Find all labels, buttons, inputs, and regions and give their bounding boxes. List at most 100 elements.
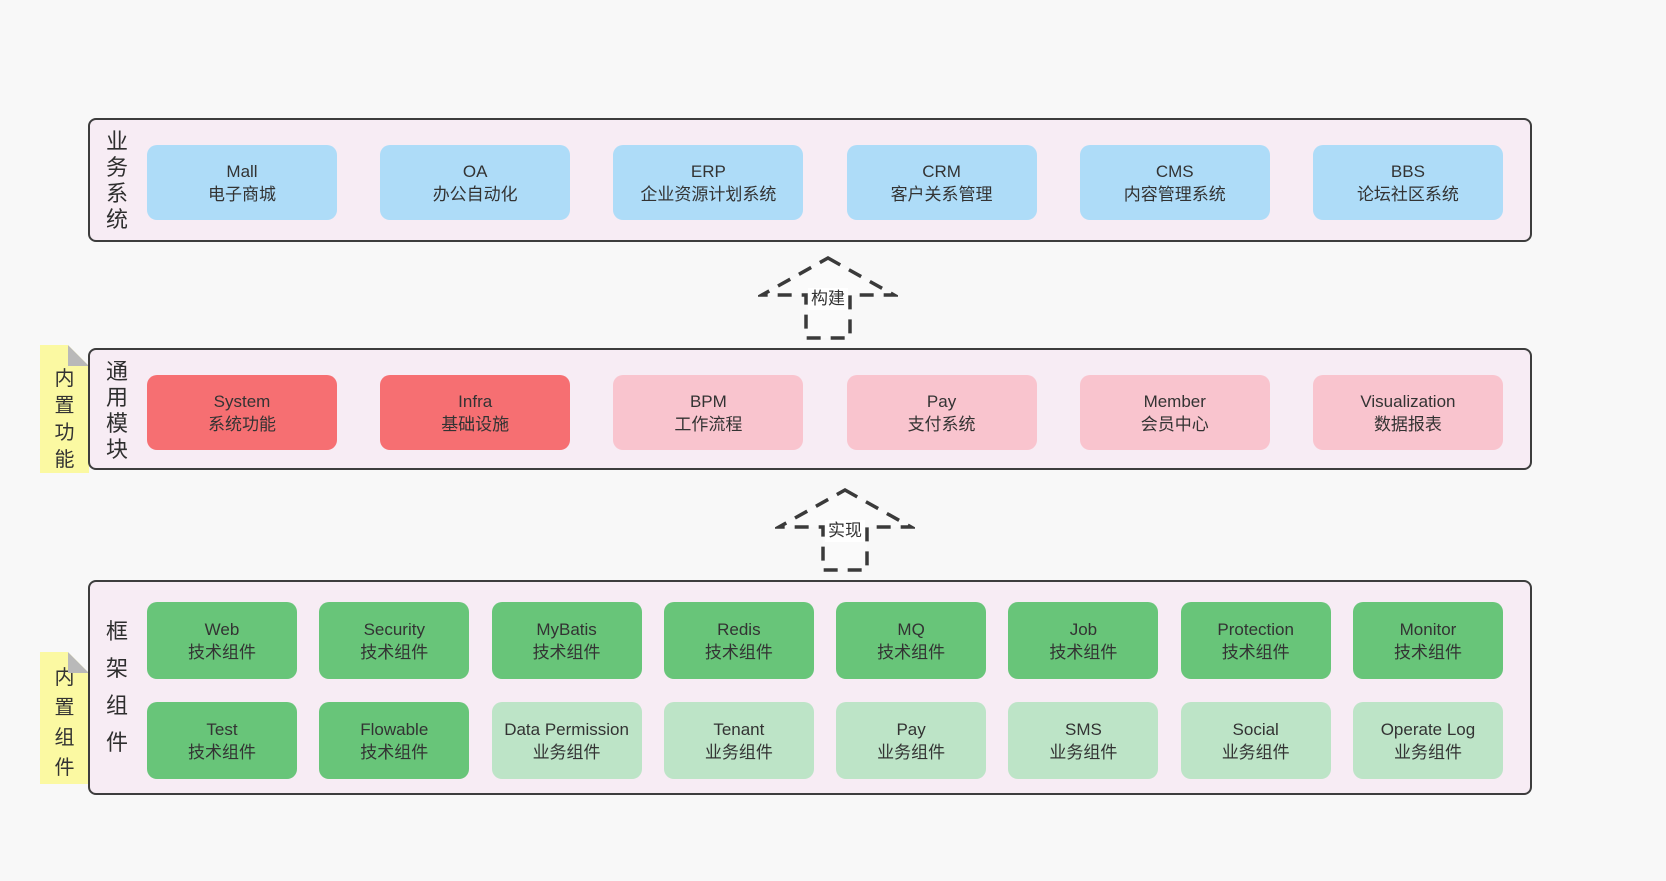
box-name: CRM	[922, 161, 961, 181]
folded-corner	[68, 345, 89, 366]
box-name: Redis	[717, 619, 761, 639]
box-name: CMS	[1155, 161, 1194, 181]
box-subtitle: 系统功能	[208, 414, 276, 434]
panel-common-modules: 通用模块 System 系统功能 Infra 基础设施 BPM 工作流程 Pay…	[88, 348, 1532, 470]
box-name: Test	[206, 719, 238, 739]
box-subtitle: 技术组件	[704, 642, 773, 662]
box-name: Web	[204, 619, 240, 639]
box-subtitle: 技术组件	[1393, 642, 1462, 662]
box-name: Tenant	[713, 719, 765, 739]
panel-side-label: 通用模块	[105, 359, 128, 462]
arrow-implement-label: 实现	[825, 520, 865, 542]
module-box-visualization: Visualization 数据报表	[1312, 375, 1503, 450]
box-name: MyBatis	[536, 619, 597, 639]
panel-side-label: 业务系统	[105, 129, 128, 232]
box-name: Mall	[226, 161, 258, 181]
component-box-data-permission: Data Permission 业务组件	[491, 702, 642, 779]
box-subtitle: 数据报表	[1373, 414, 1442, 434]
panel-business-systems: 业务系统 Mall 电子商城 OA 办公自动化 ERP 企业资源计划系统 CRM…	[88, 118, 1532, 242]
box-name: Flowable	[360, 719, 429, 739]
business-box-row: Mall 电子商城 OA 办公自动化 ERP 企业资源计划系统 CRM 客户关系…	[147, 145, 1503, 220]
box-subtitle: 办公自动化	[432, 184, 518, 204]
box-subtitle: 客户关系管理	[890, 184, 993, 204]
box-name: System	[213, 391, 271, 411]
box-subtitle: 支付系统	[907, 414, 976, 434]
module-box-bpm: BPM 工作流程	[613, 375, 804, 450]
folded-corner	[68, 652, 89, 673]
box-name: SMS	[1064, 719, 1102, 739]
component-box-pay: Pay 业务组件	[836, 702, 987, 779]
box-subtitle: 技术组件	[1049, 642, 1118, 662]
box-subtitle: 业务组件	[877, 742, 946, 762]
box-name: Job	[1069, 619, 1098, 639]
box-subtitle: 电子商城	[208, 184, 276, 204]
box-subtitle: 技术组件	[877, 642, 946, 662]
box-name: Member	[1143, 391, 1206, 411]
box-subtitle: 技术组件	[188, 742, 256, 762]
box-name: Pay	[896, 719, 926, 739]
sticky-note-built-in-components: 内置组件	[40, 652, 89, 784]
box-subtitle: 企业资源计划系统	[640, 184, 777, 204]
sticky-note-label: 内置组件	[54, 667, 75, 779]
business-box-crm: CRM 客户关系管理	[846, 145, 1037, 220]
box-subtitle: 技术组件	[188, 642, 256, 662]
box-subtitle: 工作流程	[674, 414, 743, 434]
component-box-tenant: Tenant 业务组件	[663, 702, 814, 779]
box-name: Data Permission	[504, 719, 629, 739]
module-box-pay: Pay 支付系统	[846, 375, 1037, 450]
module-box-row: System 系统功能 Infra 基础设施 BPM 工作流程 Pay 支付系统…	[147, 375, 1503, 450]
business-box-cms: CMS 内容管理系统	[1079, 145, 1270, 220]
box-name: OA	[462, 161, 488, 181]
framework-box-row-1: Web 技术组件 Security 技术组件 MyBatis 技术组件 Redi…	[147, 602, 1503, 679]
box-subtitle: 论坛社区系统	[1356, 184, 1459, 204]
box-name: Monitor	[1399, 619, 1457, 639]
box-subtitle: 技术组件	[360, 742, 429, 762]
box-subtitle: 基础设施	[441, 414, 510, 434]
arrow-build-label: 构建	[808, 288, 848, 310]
box-name: Visualization	[1360, 391, 1456, 411]
box-name: Protection	[1217, 619, 1294, 639]
box-name: BBS	[1390, 161, 1425, 181]
panel-framework-components: 框架组件 Web 技术组件 Security 技术组件 MyBatis 技术组件…	[88, 580, 1532, 795]
component-box-redis: Redis 技术组件	[663, 602, 814, 679]
framework-box-row-2: Test 技术组件 Flowable 技术组件 Data Permission …	[147, 702, 1503, 779]
box-name: Pay	[926, 391, 957, 411]
business-box-erp: ERP 企业资源计划系统	[613, 145, 804, 220]
box-subtitle: 业务组件	[1393, 742, 1462, 762]
component-box-job: Job 技术组件	[1008, 602, 1159, 679]
box-subtitle: 技术组件	[532, 642, 601, 662]
module-box-member: Member 会员中心	[1079, 375, 1270, 450]
component-box-web: Web 技术组件	[147, 602, 297, 679]
box-subtitle: 技术组件	[1221, 642, 1290, 662]
arrow-build: 构建	[758, 255, 898, 342]
panel-side-label: 框架组件	[105, 619, 128, 755]
component-box-test: Test 技术组件	[147, 702, 297, 779]
component-box-mq: MQ 技术组件	[836, 602, 987, 679]
box-subtitle: 会员中心	[1140, 414, 1209, 434]
component-box-social: Social 业务组件	[1180, 702, 1331, 779]
business-box-mall: Mall 电子商城	[147, 145, 337, 220]
box-name: Social	[1232, 719, 1279, 739]
component-box-operate-log: Operate Log 业务组件	[1352, 702, 1503, 779]
component-box-monitor: Monitor 技术组件	[1352, 602, 1503, 679]
box-name: Security	[363, 619, 425, 639]
business-box-bbs: BBS 论坛社区系统	[1312, 145, 1503, 220]
box-subtitle: 业务组件	[704, 742, 773, 762]
business-box-oa: OA 办公自动化	[380, 145, 571, 220]
module-box-infra: Infra 基础设施	[380, 375, 571, 450]
component-box-security: Security 技术组件	[319, 602, 470, 679]
box-subtitle: 业务组件	[1049, 742, 1118, 762]
box-name: ERP	[690, 161, 726, 181]
box-subtitle: 内容管理系统	[1123, 184, 1226, 204]
box-subtitle: 业务组件	[1221, 742, 1290, 762]
sticky-note-label: 内置功能	[54, 368, 75, 471]
box-name: Operate Log	[1380, 719, 1476, 739]
box-name: Infra	[458, 391, 493, 411]
component-box-flowable: Flowable 技术组件	[319, 702, 470, 779]
component-box-mybatis: MyBatis 技术组件	[491, 602, 642, 679]
module-box-system: System 系统功能	[147, 375, 337, 450]
box-name: BPM	[689, 391, 727, 411]
component-box-sms: SMS 业务组件	[1008, 702, 1159, 779]
sticky-note-built-in-features: 内置功能	[40, 345, 89, 473]
